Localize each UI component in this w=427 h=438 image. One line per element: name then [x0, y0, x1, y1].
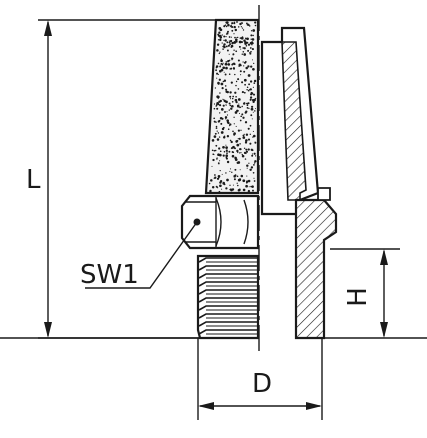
height-label: H	[343, 287, 373, 307]
arrowhead	[44, 322, 52, 338]
length-label: L	[26, 165, 41, 195]
dimension-diameter: D	[197, 338, 323, 420]
arrowhead	[380, 249, 388, 265]
wrench-size-label: SW1	[80, 260, 139, 290]
arrowhead	[44, 20, 52, 36]
porous-texture	[208, 21, 257, 193]
body-section	[294, 198, 338, 340]
arrowhead	[198, 402, 214, 410]
porous-section	[281, 41, 307, 201]
external-thread	[196, 254, 260, 340]
sintered-element	[204, 18, 260, 195]
arrowhead	[380, 322, 388, 338]
wrench-size-callout: SW1	[80, 221, 198, 290]
hexagon-wrench-flat	[180, 194, 260, 250]
dimension-length: L	[26, 19, 215, 339]
arrowhead	[306, 402, 322, 410]
diameter-label: D	[252, 369, 272, 399]
section-view	[260, 26, 338, 340]
dimension-height: H	[318, 248, 427, 339]
